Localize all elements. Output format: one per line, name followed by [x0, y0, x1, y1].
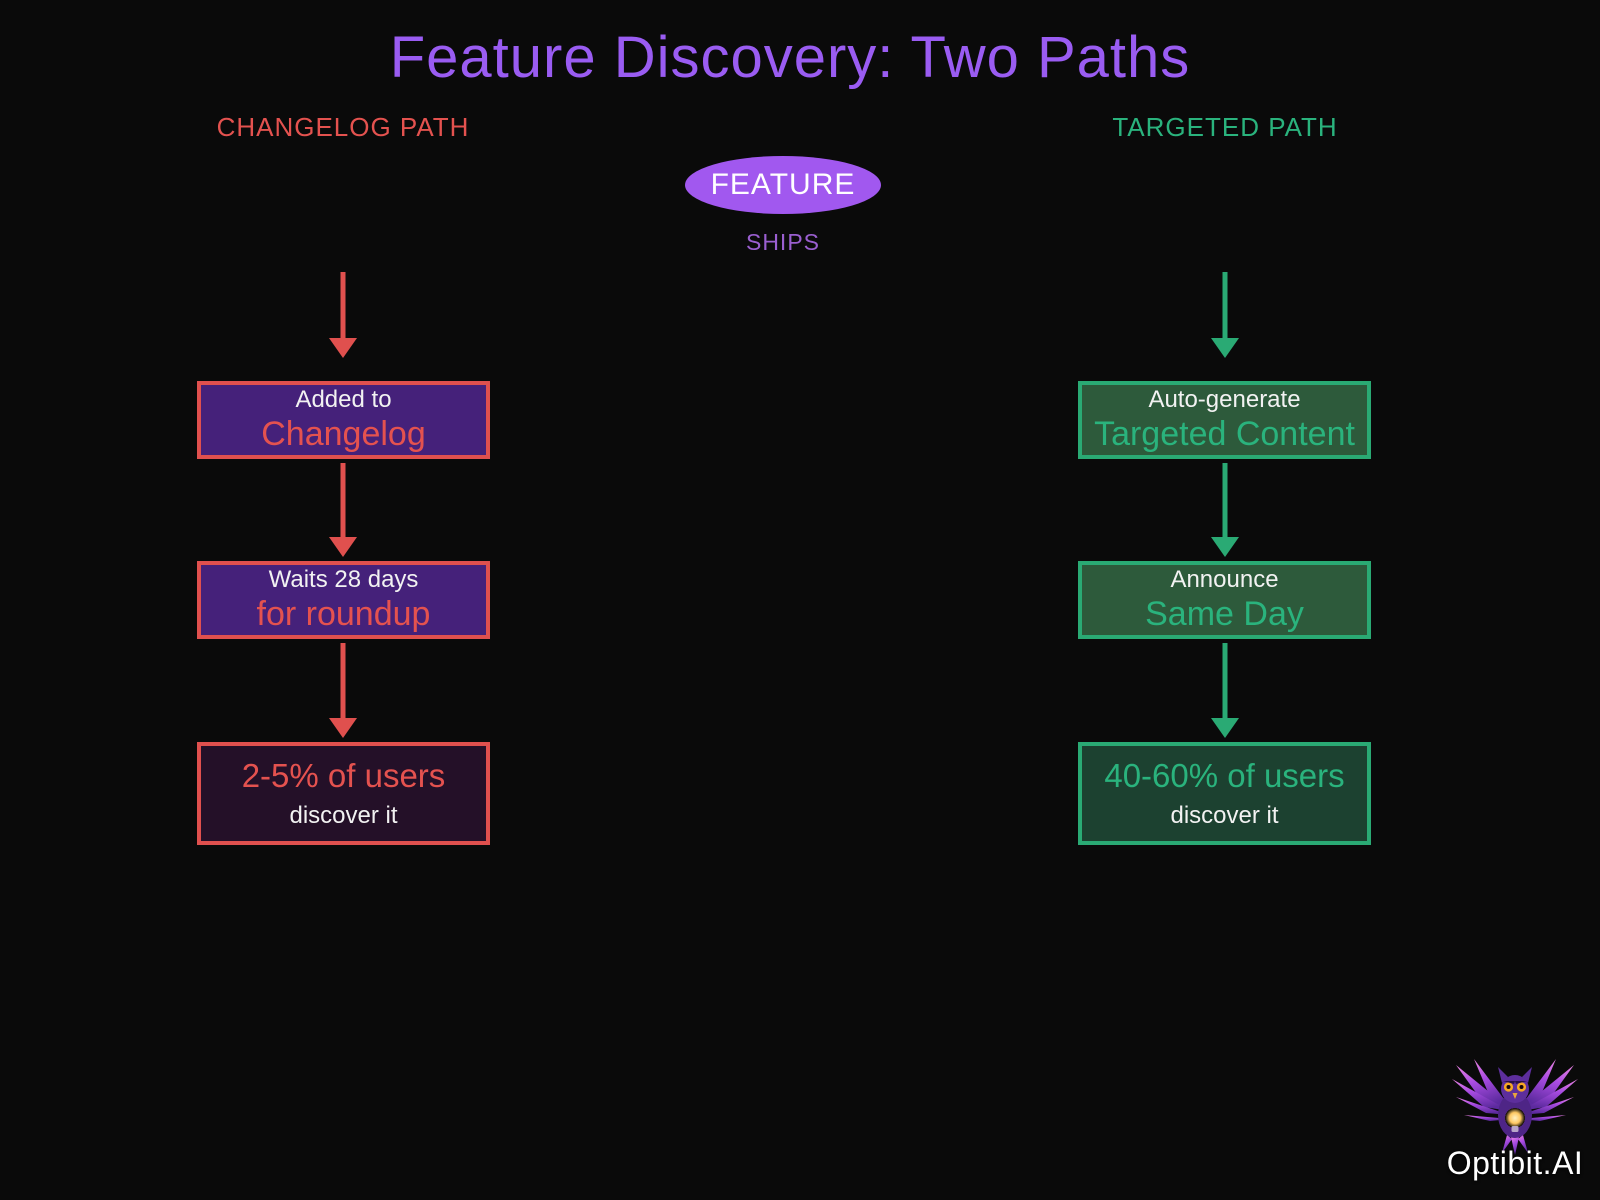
targeted-outcome: 40-60% of users discover it: [1078, 742, 1371, 845]
arrow-down-icon: [329, 272, 357, 358]
changelog-step-1: Added to Changelog: [197, 381, 490, 459]
arrow-down-icon: [1211, 643, 1239, 738]
step-line: discover it: [1170, 801, 1279, 829]
step-line: for roundup: [256, 595, 431, 634]
step-line: Targeted Content: [1094, 415, 1355, 454]
step-line: Same Day: [1145, 595, 1304, 634]
brand-logo: Optibit.AI: [1430, 1055, 1600, 1195]
changelog-outcome: 2-5% of users discover it: [197, 742, 490, 845]
step-line: Waits 28 days: [268, 565, 419, 593]
arrow-down-icon: [329, 463, 357, 557]
changelog-path-label: CHANGELOG PATH: [216, 112, 470, 142]
arrow-down-icon: [1211, 463, 1239, 557]
owl-with-lightbulb-icon: [1450, 1055, 1580, 1159]
targeted-step-1: Auto-generate Targeted Content: [1078, 381, 1371, 459]
step-line: Auto-generate: [1148, 385, 1301, 413]
step-line: 2-5% of users: [241, 756, 446, 794]
arrow-down-icon: [1211, 272, 1239, 358]
feature-node-label: FEATURE: [710, 168, 856, 201]
step-line: Changelog: [261, 415, 426, 454]
feature-node: FEATURE: [685, 156, 881, 214]
brand-name: Optibit.AI: [1446, 1145, 1584, 1181]
changelog-step-2: Waits 28 days for roundup: [197, 561, 490, 639]
page-title: Feature Discovery: Two Paths: [389, 25, 1191, 90]
step-line: discover it: [289, 801, 398, 829]
targeted-step-2: Announce Same Day: [1078, 561, 1371, 639]
targeted-path-label: TARGETED PATH: [1112, 112, 1338, 142]
step-line: Added to: [295, 385, 392, 413]
ships-caption: SHIPS: [745, 229, 821, 255]
step-line: 40-60% of users: [1104, 756, 1345, 794]
arrow-down-icon: [329, 643, 357, 738]
step-line: Announce: [1170, 565, 1279, 593]
